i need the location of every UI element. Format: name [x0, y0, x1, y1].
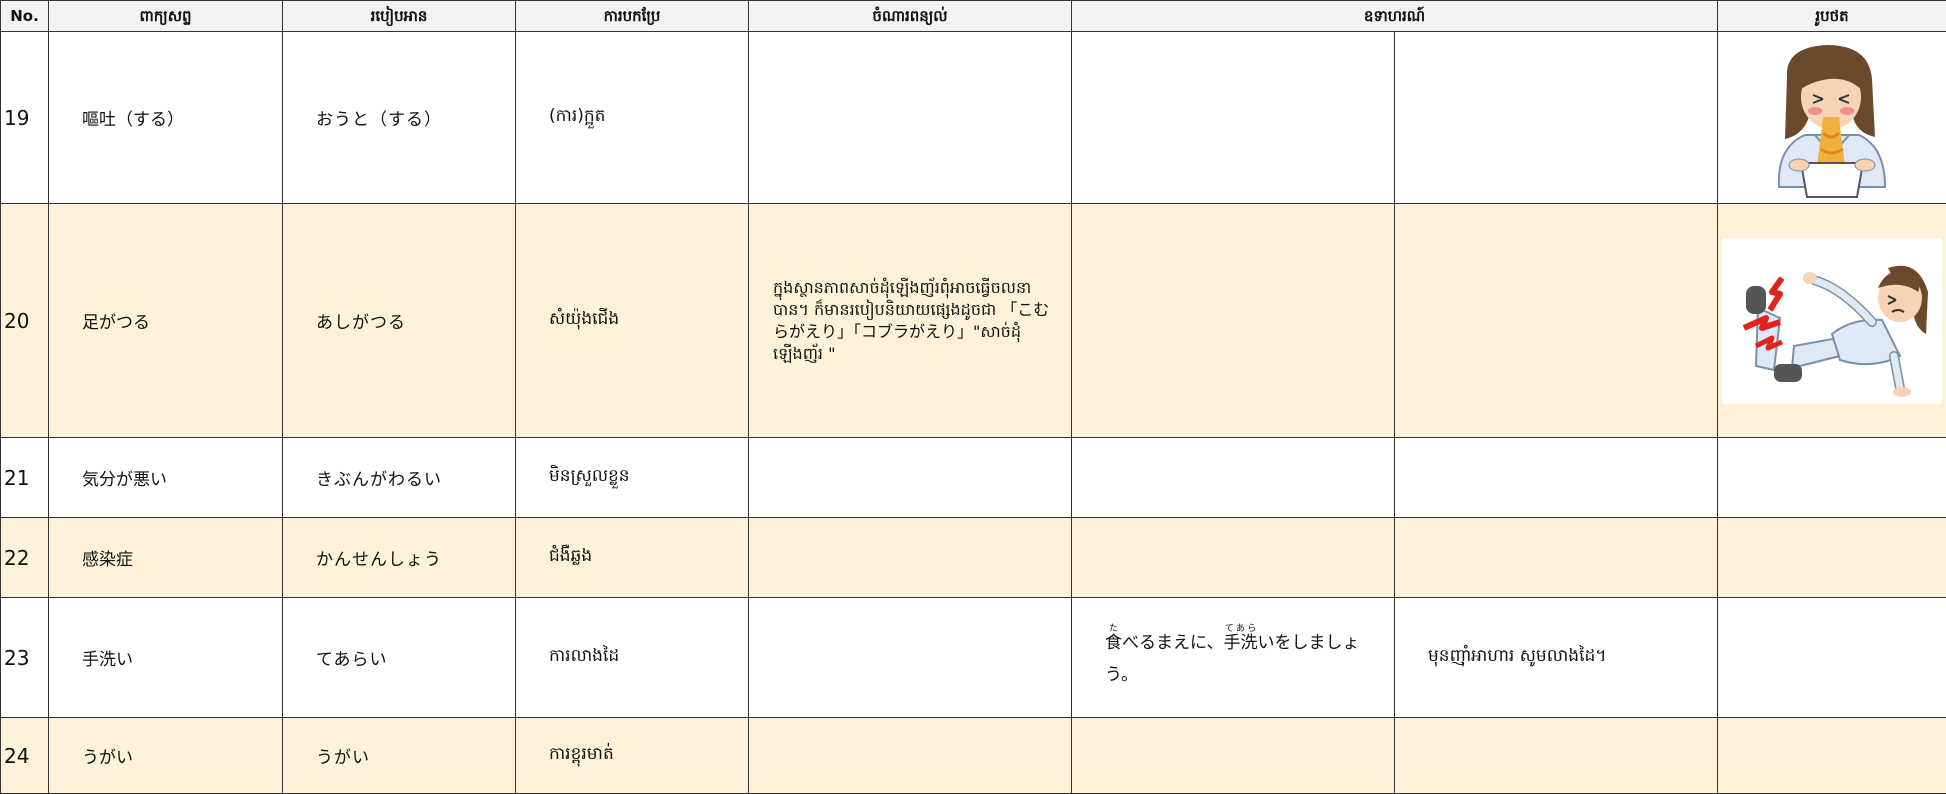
vomiting-illustration	[1777, 44, 1887, 198]
table-row: 20 足がつる あしがつる សំយ៉ុងជើង ក្នុងស្ថានភាពសាច…	[0, 203, 1946, 438]
example-jp-cell	[1071, 517, 1395, 598]
example-km-cell	[1393, 437, 1719, 518]
table-row: 19 嘔吐（する） おうと（する） (ការ)ក្អួត	[0, 31, 1946, 204]
word-cell: 手洗い	[48, 597, 283, 718]
reading-cell: おうと（する）	[282, 31, 516, 204]
explanation-cell	[748, 517, 1072, 598]
header-row: No. ពាក្យសព្ទ របៀបអាន ការបកប្រែ ចំណារពន្…	[0, 0, 1946, 32]
example-jp-text: 食たべるまえに、手洗てあらいをしましょう。	[1105, 624, 1360, 685]
ruby-base: 食	[1105, 633, 1122, 653]
header-reading: របៀបអាន	[282, 0, 516, 32]
example-jp-cell	[1071, 203, 1395, 438]
ruby-base: 手洗	[1223, 633, 1258, 653]
header-example: ឧទាហរណ៍	[1070, 0, 1719, 32]
reading-cell: うがい	[282, 717, 516, 794]
example-jp-cell: 食たべるまえに、手洗てあらいをしましょう。	[1071, 597, 1395, 718]
word-cell: 嘔吐（する）	[48, 31, 283, 204]
picture-cell	[1717, 31, 1946, 204]
furigana-word: 手洗てあら	[1223, 624, 1258, 653]
picture-cell	[1717, 517, 1946, 598]
word-cell: 感染症	[48, 517, 283, 598]
example-km-cell	[1393, 31, 1719, 204]
header-explanation: ចំណារពន្យល់	[748, 0, 1072, 32]
explanation-cell	[748, 437, 1072, 518]
translation-cell: ការលាងដៃ	[515, 597, 749, 718]
example-km-cell	[1393, 517, 1719, 598]
picture-cell	[1717, 717, 1946, 794]
header-translation: ការបកប្រែ	[515, 0, 749, 32]
header-picture: រូបថត	[1717, 0, 1946, 32]
furigana-word: 食た	[1105, 624, 1122, 653]
translation-cell: មិនស្រួលខ្លួន	[515, 437, 749, 518]
table-row: 24 うがい うがい ការខ្ពុរមាត់	[0, 717, 1946, 794]
header-no: No.	[0, 0, 49, 32]
translation-cell: ជំងឺឆ្លង	[515, 517, 749, 598]
word-cell: 足がつる	[48, 203, 283, 438]
example-jp-cell	[1071, 717, 1395, 794]
example-km-cell: មុនញ៉ាំអាហារ សូមលាងដៃ។	[1393, 597, 1719, 718]
row-number: 20	[0, 203, 49, 438]
row-number: 21	[0, 437, 49, 518]
word-cell: うがい	[48, 717, 283, 794]
explanation-cell	[748, 717, 1072, 794]
table-row: 22 感染症 かんせんしょう ជំងឺឆ្លង	[0, 517, 1946, 598]
row-number: 22	[0, 517, 49, 598]
translation-cell: (ការ)ក្អួត	[515, 31, 749, 204]
reading-cell: てあらい	[282, 597, 516, 718]
word-cell: 気分が悪い	[48, 437, 283, 518]
picture-cell	[1717, 437, 1946, 518]
example-jp-cell	[1071, 31, 1395, 204]
picture-cell	[1717, 597, 1946, 718]
leg-cramp-illustration	[1742, 265, 1929, 397]
picture-cell	[1717, 203, 1946, 438]
row-number: 23	[0, 597, 49, 718]
ruby-reading: た	[1105, 624, 1122, 634]
example-jp-cell	[1071, 437, 1395, 518]
explanation-cell: ក្នុងស្ថានភាពសាច់ដុំឡើងញ័រពុំអាចធ្វើចលនា…	[748, 203, 1072, 438]
translation-cell: សំយ៉ុងជើង	[515, 203, 749, 438]
example-jp-mid: べるまえに、	[1122, 633, 1224, 653]
table-row: 23 手洗い てあらい ការលាងដៃ 食たべるまえに、手洗てあらいをしましょ…	[0, 597, 1946, 718]
example-km-cell	[1393, 203, 1719, 438]
explanation-cell	[748, 597, 1072, 718]
row-number: 19	[0, 31, 49, 204]
table-row: 21 気分が悪い きぶんがわるい មិនស្រួលខ្លួន	[0, 437, 1946, 518]
reading-cell: きぶんがわるい	[282, 437, 516, 518]
header-word: ពាក្យសព្ទ	[48, 0, 283, 32]
reading-cell: かんせんしょう	[282, 517, 516, 598]
translation-cell: ការខ្ពុរមាត់	[515, 717, 749, 794]
explanation-cell	[748, 31, 1072, 204]
example-km-cell	[1393, 717, 1719, 794]
ruby-reading: てあら	[1223, 624, 1258, 634]
reading-cell: あしがつる	[282, 203, 516, 438]
example-jp-post: いをしましょう。	[1105, 633, 1360, 685]
row-number: 24	[0, 717, 49, 794]
